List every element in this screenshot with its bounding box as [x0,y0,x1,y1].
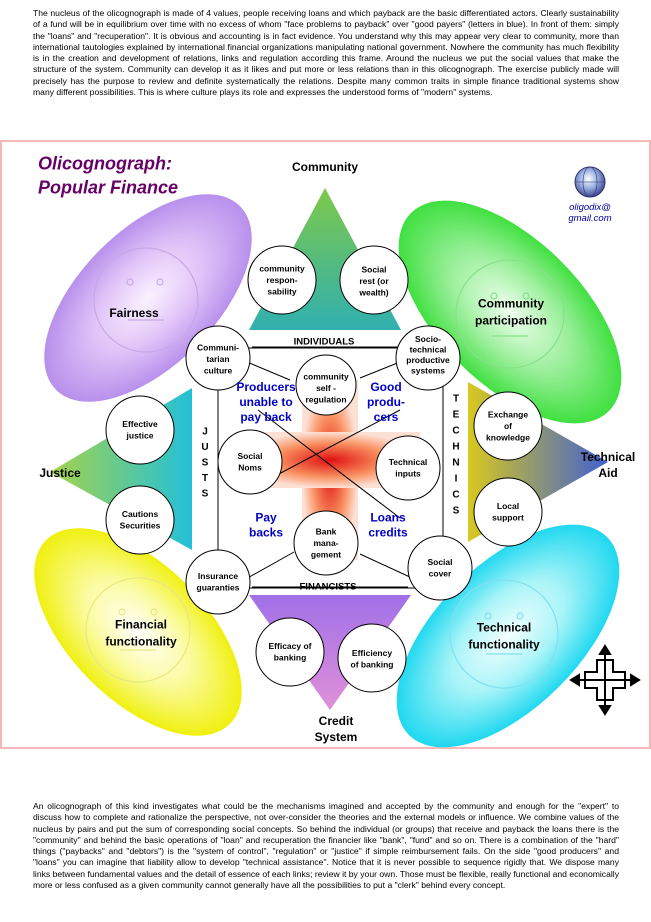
connector-lines [217,346,444,588]
diagram-frame [0,140,651,749]
fairness-ellipse [44,194,252,402]
community-label: Community [292,160,358,174]
diagram-canvas: Olicognograph:Popular Finance oligodix@gm… [0,140,651,749]
outro-paragraph: An olicognograph of this kind investigat… [33,801,619,891]
cross-arrows-icon [569,644,641,716]
text-layer: Olicognograph:Popular Finance oligodix@gm… [38,153,635,744]
circle-shapes [105,245,543,693]
intro-paragraph: The nucleus of the olicognograph is made… [33,8,619,98]
technical-functionality-ellipse [396,524,620,748]
diagram-title: Olicognograph:Popular Finance [38,153,178,197]
financists-label: FINANCISTS [300,581,357,592]
justice-label: Justice [39,466,81,480]
community-face-icon [455,259,565,369]
individuals-label: INDIVIDUALS [294,336,355,347]
fairness-face-icon [93,247,199,353]
globe-logo-icon [574,166,606,198]
fairness-label: Fairness [109,306,159,320]
email-label: oligodix@gmail.com [568,202,611,224]
financial-face-icon [85,577,191,683]
technical-face-icon [449,579,559,689]
olicognograph-diagram: Olicognograph:Popular Finance oligodix@gm… [0,140,651,752]
financial-functionality-ellipse [34,528,242,736]
community-participation-ellipse [398,200,622,424]
